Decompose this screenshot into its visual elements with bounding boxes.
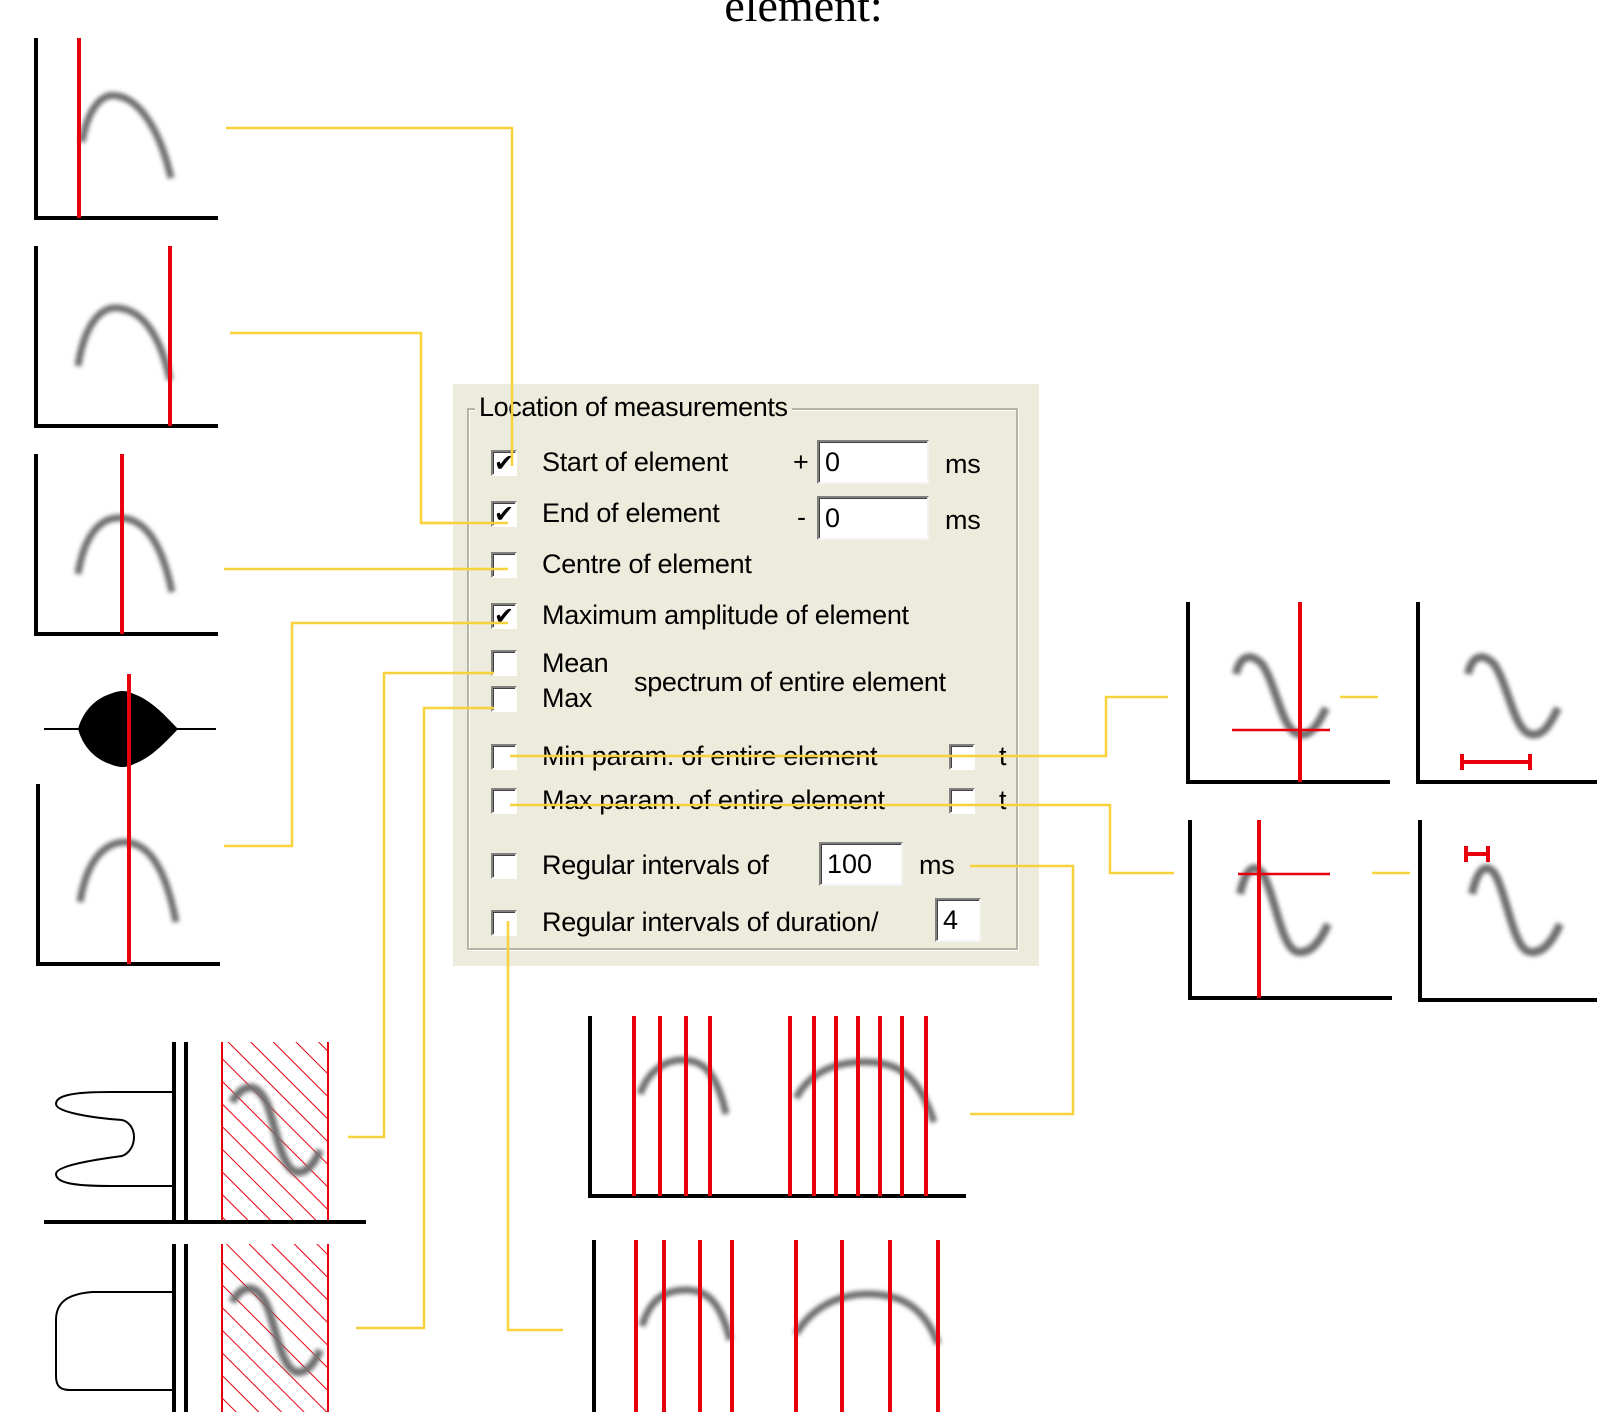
element-trace — [228, 1083, 324, 1177]
axes — [34, 38, 218, 220]
element-trace — [1468, 864, 1564, 957]
element-trace — [792, 1290, 942, 1346]
axes — [1188, 820, 1392, 1000]
element-trace — [78, 91, 175, 179]
centre-of-element-label: Centre of element — [542, 549, 752, 579]
end-offset-unit: ms — [945, 505, 981, 535]
connector-regular-duration — [506, 921, 563, 1332]
axes — [1416, 602, 1597, 784]
example-regular-intervals-ms — [588, 1016, 966, 1198]
centre-of-element-checkbox[interactable] — [491, 552, 517, 578]
regular-intervals-ms-unit: ms — [919, 850, 955, 880]
end-of-element-checkbox[interactable]: ✔ — [491, 501, 517, 527]
element-trace — [1236, 864, 1332, 957]
regular-intervals-duration-input[interactable]: 4 — [935, 898, 981, 942]
start-of-element-checkbox[interactable]: ✔ — [491, 450, 517, 476]
regular-intervals-duration-label: Regular intervals of duration/ — [542, 907, 879, 937]
max-label: Max — [542, 683, 593, 713]
interval-markers — [632, 1016, 928, 1196]
duration-marker — [1464, 846, 1490, 862]
maximum-amplitude-checkbox[interactable]: ✔ — [491, 603, 517, 629]
max-spectrum-checkbox[interactable] — [491, 686, 517, 712]
element-trace — [76, 838, 180, 923]
element-trace — [636, 1056, 730, 1115]
example-start-of-element — [34, 38, 218, 220]
max-param-checkbox[interactable] — [491, 788, 517, 814]
spectrum-label: spectrum of entire element — [634, 667, 946, 697]
example-regular-intervals-duration — [592, 1240, 942, 1412]
start-of-element-label: Start of element — [542, 447, 728, 477]
connector-mean — [348, 671, 494, 1139]
end-offset-input[interactable]: 0 — [817, 496, 929, 540]
min-param-checkbox[interactable] — [491, 744, 517, 770]
element-trace — [74, 304, 174, 381]
regular-intervals-ms-input[interactable]: 100 — [819, 842, 903, 886]
regular-intervals-ms-label: Regular intervals of — [542, 850, 769, 880]
location-of-measurements-panel: Location of measurements ✔ Start of elem… — [453, 384, 1039, 966]
start-offset-input[interactable]: 0 — [817, 440, 929, 484]
maximum-amplitude-label: Maximum amplitude of element — [542, 600, 909, 630]
example-max-param — [1188, 820, 1392, 1000]
max-param-t-label: t — [999, 785, 1007, 815]
duration-marker — [1460, 754, 1532, 770]
connector-start — [226, 126, 514, 466]
axes — [588, 1016, 966, 1198]
example-mean-spectrum — [44, 1042, 366, 1224]
element-trace — [1232, 653, 1330, 739]
regular-intervals-ms-checkbox[interactable] — [491, 853, 517, 879]
example-min-param — [1186, 602, 1390, 784]
figure-heading: element: — [724, 0, 883, 31]
groupbox-title: Location of measurements — [475, 392, 792, 422]
regular-intervals-duration-checkbox[interactable] — [491, 910, 517, 936]
element-trace — [1464, 653, 1562, 739]
interval-markers — [634, 1240, 940, 1412]
element-trace — [638, 1286, 734, 1341]
max-param-label: Max param. of entire element — [542, 785, 885, 815]
spectrum-profile — [55, 1291, 172, 1391]
element-trace — [792, 1058, 938, 1124]
axes — [1186, 602, 1390, 784]
connector-max-amplitude — [224, 621, 508, 848]
axes — [1418, 820, 1597, 1002]
start-offset-unit: ms — [945, 449, 981, 479]
mean-spectrum-checkbox[interactable] — [491, 650, 517, 676]
axes — [34, 246, 218, 428]
min-param-t-label: t — [999, 741, 1007, 771]
element-trace — [74, 514, 176, 593]
example-centre-of-element — [34, 454, 218, 636]
end-offset-sign: - — [797, 502, 806, 532]
element-trace — [228, 1284, 324, 1377]
axes — [36, 784, 220, 966]
min-param-label: Min param. of entire element — [542, 741, 878, 771]
axes — [34, 454, 218, 636]
example-end-of-element — [34, 246, 218, 428]
example-max-param-duration — [1418, 820, 1597, 1002]
mean-label: Mean — [542, 648, 609, 678]
max-param-t-checkbox[interactable] — [949, 788, 975, 814]
start-offset-sign: + — [793, 447, 809, 477]
example-maximum-amplitude — [36, 674, 220, 966]
min-param-t-checkbox[interactable] — [949, 744, 975, 770]
example-max-spectrum — [55, 1244, 329, 1412]
example-min-param-duration — [1416, 602, 1597, 784]
spectrum-profile — [54, 1091, 172, 1187]
end-of-element-label: End of element — [542, 498, 720, 528]
